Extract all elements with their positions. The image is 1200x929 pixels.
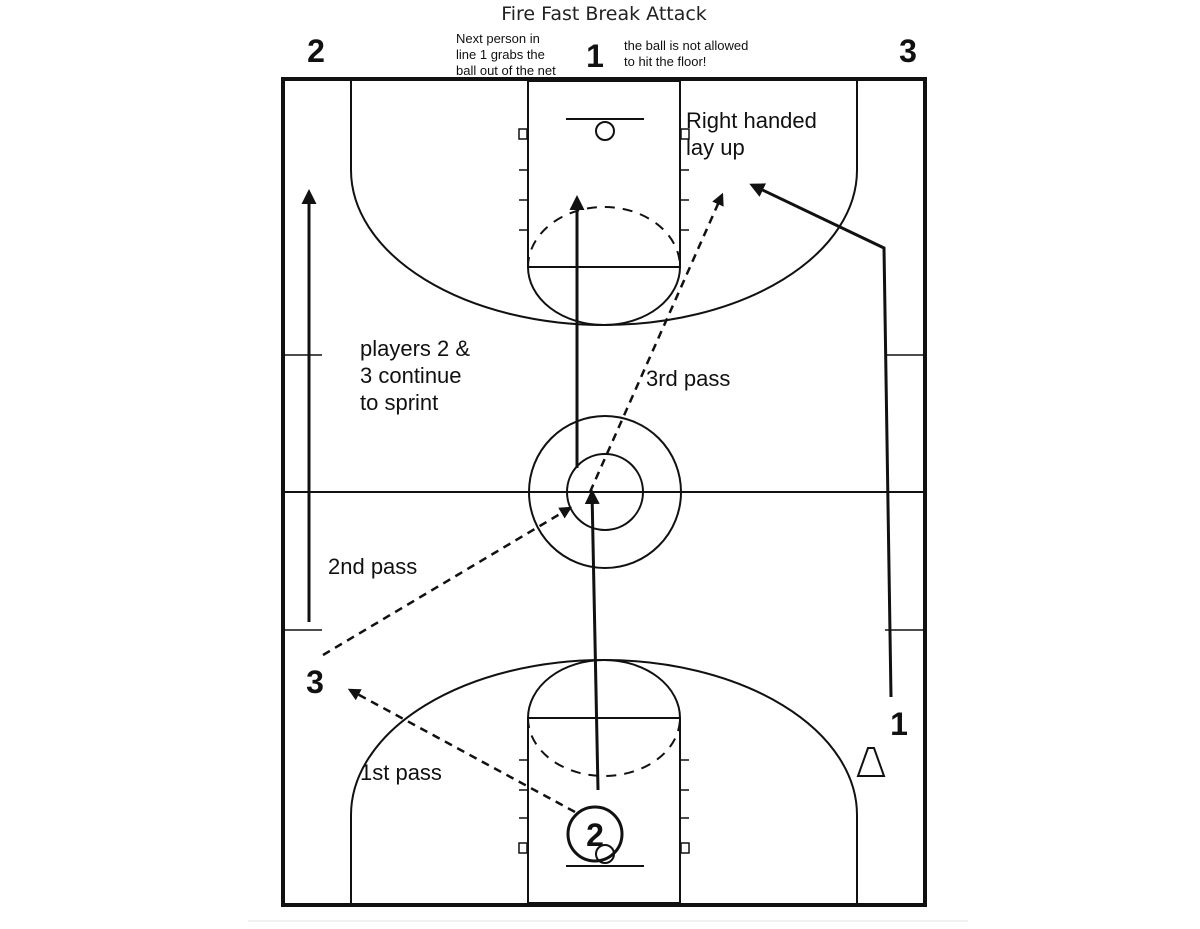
player-label-ball-handler: 2 bbox=[586, 817, 604, 853]
pass-arrow-third bbox=[588, 192, 724, 493]
note-continue-sprint: players 2 & 3 continue to sprint bbox=[360, 336, 470, 415]
lane-block bbox=[518, 842, 528, 854]
svg-text:players 2 &: players 2 & bbox=[360, 336, 470, 361]
movement-paths bbox=[301, 183, 893, 791]
svg-text:line 1 grabs the: line 1 grabs the bbox=[456, 47, 545, 62]
diagram-title: Fire Fast Break Attack bbox=[501, 3, 707, 25]
ball-handler-marker: 2 bbox=[566, 805, 624, 863]
lane-block bbox=[680, 842, 690, 854]
dribble-arrow-player-2 bbox=[584, 489, 600, 791]
lane-block bbox=[680, 128, 690, 140]
cone-icon bbox=[856, 747, 886, 777]
player-label-wing-right: 1 bbox=[890, 706, 908, 742]
pass-label-second: 2nd pass bbox=[328, 554, 417, 579]
center-circle-inner bbox=[566, 453, 644, 531]
lane-block bbox=[518, 128, 528, 140]
note-ball-not-allowed: the ball is not allowed to hit the floor… bbox=[624, 38, 748, 69]
pass-arrow-first bbox=[347, 688, 576, 814]
sprint-arrow-player-1-wing bbox=[749, 183, 893, 698]
free-throw-circle-top-dashed bbox=[527, 206, 681, 268]
svg-text:lay up: lay up bbox=[686, 135, 745, 160]
player-label-top-left: 2 bbox=[307, 33, 325, 69]
ball-handler-circle bbox=[566, 805, 624, 863]
svg-text:Right handed: Right handed bbox=[686, 108, 817, 133]
free-throw-circle-bottom-dashed bbox=[527, 717, 681, 777]
note-grab-ball: Next person in line 1 grabs the ball out… bbox=[456, 31, 556, 78]
basketball-court bbox=[281, 77, 927, 907]
pass-label-first: 1st pass bbox=[360, 760, 442, 785]
svg-text:ball out of the net: ball out of the net bbox=[456, 63, 556, 78]
key-bottom bbox=[527, 717, 681, 904]
free-throw-circle-bottom bbox=[527, 659, 681, 719]
key-top bbox=[527, 80, 681, 268]
rim-top bbox=[595, 121, 615, 141]
svg-text:to sprint: to sprint bbox=[360, 390, 438, 415]
free-throw-circle-top bbox=[527, 266, 681, 326]
svg-text:Next person in: Next person in bbox=[456, 31, 540, 46]
note-layup: Right handed lay up bbox=[686, 108, 817, 160]
pass-paths bbox=[322, 192, 724, 814]
pass-arrow-second bbox=[322, 506, 573, 657]
pass-label-third: 3rd pass bbox=[646, 366, 730, 391]
center-circle-outer bbox=[528, 415, 682, 569]
svg-text:to hit the floor!: to hit the floor! bbox=[624, 54, 706, 69]
player-label-top-center: 1 bbox=[586, 38, 604, 74]
player-label-wing-left: 3 bbox=[306, 664, 324, 700]
svg-text:the ball is not allowed: the ball is not allowed bbox=[624, 38, 748, 53]
player-label-top-right: 3 bbox=[899, 33, 917, 69]
svg-text:3 continue: 3 continue bbox=[360, 363, 462, 388]
